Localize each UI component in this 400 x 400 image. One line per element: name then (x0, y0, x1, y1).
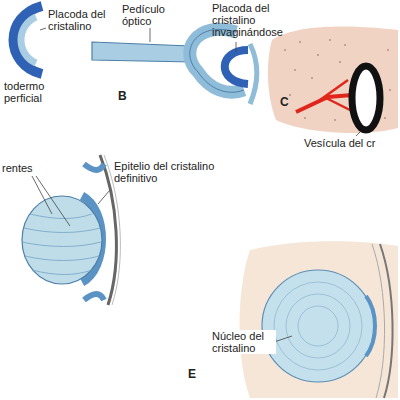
lens-nucleus (262, 270, 374, 382)
mesenchyme (268, 27, 398, 133)
lens-placode (14, 6, 43, 74)
optic-vesicle (21, 17, 36, 63)
panel-letter: B (118, 90, 127, 102)
leader-line (356, 132, 360, 136)
leader-line (150, 28, 151, 42)
cornea (380, 244, 393, 398)
leader-line (36, 176, 70, 226)
leader-line (40, 28, 46, 30)
structure-label: Epitelio del cristalino definitivo (114, 160, 242, 184)
structure-label: Pedículo óptico (122, 3, 178, 27)
structure-label: Núcleo del cristalino (212, 330, 276, 354)
leader-line (274, 336, 292, 342)
structure-label: Vesícula del cr (304, 137, 376, 149)
invaginating-placode (225, 50, 248, 84)
structure-label: Placoda del cristalino invaginándose (212, 2, 294, 38)
panel-letter: C (280, 96, 289, 108)
leader-line (236, 42, 237, 52)
hyaloid-branch (320, 80, 350, 110)
leader-line (98, 190, 110, 204)
surface-ectoderm (250, 44, 257, 104)
optic-cup-rim (84, 294, 104, 300)
optic-cup-rim (84, 164, 104, 170)
lens-epithelium (366, 296, 375, 356)
lens-vesicle (352, 66, 380, 130)
structure-label: todermo perficial (4, 80, 56, 104)
cornea (372, 244, 385, 398)
optic-stalk (92, 42, 192, 62)
lens-fibers (22, 214, 101, 275)
lens-vesicle (22, 196, 102, 284)
structure-label: Placoda del cristalino (48, 8, 122, 32)
structure-label: rentes (2, 162, 33, 174)
panel-letter: E (188, 368, 196, 380)
lens-fibers (274, 282, 362, 370)
surrounding-tissue (240, 241, 399, 398)
